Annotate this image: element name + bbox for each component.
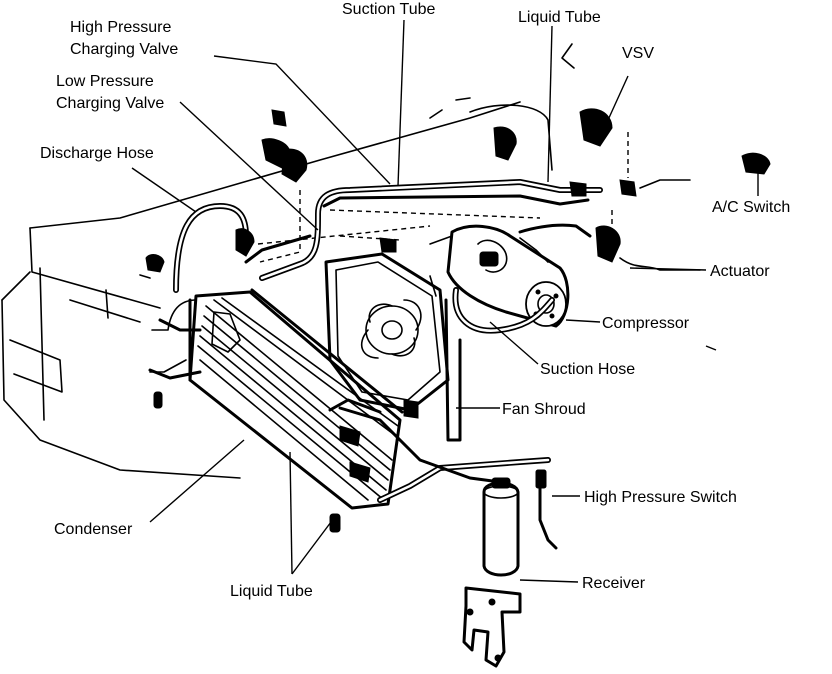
label-high-pressure-switch: High Pressure Switch <box>584 489 737 506</box>
piping <box>148 179 603 503</box>
label-high-pressure-charging-valve-line1: High Pressure <box>70 19 172 36</box>
label-receiver: Receiver <box>582 575 646 592</box>
label-ac-switch: A/C Switch <box>712 199 791 216</box>
hidden-edges <box>257 132 629 263</box>
label-liquid-tube-top: Liquid Tube <box>518 9 601 26</box>
compressor-body <box>429 224 570 328</box>
fittings <box>145 108 771 533</box>
label-low-pressure-charging-valve-line2: Charging Valve <box>56 95 165 112</box>
label-actuator: Actuator <box>710 263 770 280</box>
label-low-pressure-charging-valve-line1: Low Pressure <box>56 73 154 90</box>
label-condenser: Condenser <box>54 521 133 538</box>
receiver-bracket <box>462 586 522 668</box>
label-discharge-hose: Discharge Hose <box>40 145 154 162</box>
label-compressor: Compressor <box>602 315 690 332</box>
label-liquid-tube-bottom: Liquid Tube <box>230 583 313 600</box>
fan-shroud-assembly <box>324 252 462 442</box>
label-suction-tube: Suction Tube <box>342 1 436 18</box>
label-suction-hose: Suction Hose <box>540 361 636 378</box>
leader-lines <box>131 19 759 583</box>
label-high-pressure-charging-valve-line2: Charging Valve <box>70 41 179 58</box>
receiver-tank <box>482 469 558 577</box>
car-body <box>1 43 575 479</box>
label-fan-shroud: Fan Shroud <box>502 401 586 418</box>
label-vsv: VSV <box>622 45 655 62</box>
